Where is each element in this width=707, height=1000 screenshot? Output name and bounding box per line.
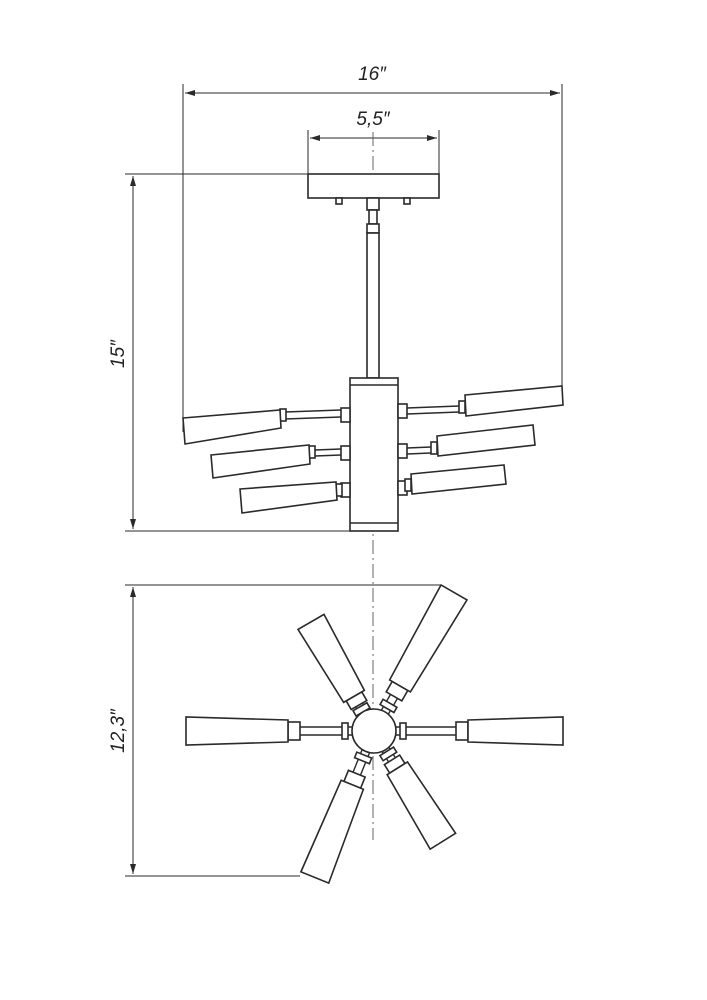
shade — [388, 583, 469, 694]
left-arm-top — [182, 407, 351, 445]
side-view — [182, 173, 564, 532]
top-arm-east — [394, 716, 564, 746]
shade — [410, 464, 507, 495]
top-arm-north-west — [296, 613, 372, 718]
shade — [299, 779, 365, 885]
overall-width-dimension: 16″ — [182, 64, 563, 432]
shade — [436, 424, 536, 457]
top-view — [185, 583, 564, 885]
shade — [210, 444, 311, 479]
shade — [239, 481, 338, 514]
canopy — [307, 173, 440, 199]
center-body — [349, 377, 399, 532]
right-arm-bottom — [397, 464, 507, 496]
canopy-width-label: 5,5″ — [356, 109, 390, 130]
left-arm-bottom — [239, 481, 351, 514]
top-arm-south-east — [378, 745, 457, 851]
stem — [366, 232, 380, 379]
overall-height-dimension: 15″ — [108, 173, 350, 532]
top-arm-south-west — [299, 747, 373, 885]
shade — [185, 716, 289, 746]
shade — [464, 385, 564, 417]
right-arm-middle — [397, 424, 536, 459]
shade — [182, 409, 282, 445]
shade — [467, 716, 564, 746]
overall-width-label: 16″ — [358, 64, 387, 85]
shade — [386, 760, 457, 851]
top-view-diameter-dimension: 12,3″ — [108, 584, 440, 877]
right-arm-top — [397, 385, 564, 419]
top-arm-west — [185, 716, 354, 746]
overall-height-label: 15″ — [108, 339, 129, 368]
left-arm-middle — [210, 444, 351, 479]
top-arm-north-east — [378, 583, 469, 717]
center-hub — [351, 708, 397, 754]
shade — [296, 613, 366, 704]
top-view-diameter-label: 12,3″ — [108, 708, 129, 753]
canopy-width-dimension: 5,5″ — [307, 109, 440, 174]
